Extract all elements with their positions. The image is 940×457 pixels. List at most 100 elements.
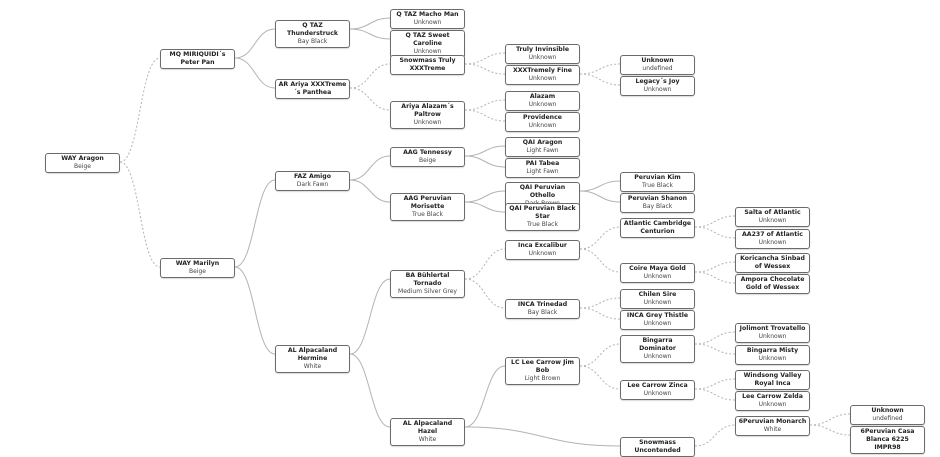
link-n14-n25 [464, 365, 506, 428]
animal-name: Q TAZ Sweet Caroline [405, 32, 450, 47]
animal-color: Unknown [758, 217, 787, 224]
animal-color: Unknown [643, 353, 672, 360]
pedigree-node[interactable]: Windsong Valley Royal Inca [735, 370, 810, 390]
animal-name: Jolimont Trovatello [739, 325, 806, 332]
animal-color: Unknown [528, 101, 557, 108]
animal-name: AAG Peruvian Morisette [403, 195, 452, 210]
link-n35-n44 [694, 388, 736, 401]
link-n35-n43 [694, 378, 736, 390]
link-n3-n7 [349, 17, 391, 30]
animal-name: Unknown [871, 407, 904, 414]
link-n2-n5 [234, 179, 276, 268]
animal-name: Lee Carrow Zinca [627, 382, 688, 389]
animal-color: Dark Fawn [296, 181, 329, 188]
pedigree-node[interactable]: Atlantic Cambridge Centurion [620, 218, 695, 238]
animal-color: Unknown [643, 390, 672, 397]
link-n0-n1 [119, 57, 161, 163]
animal-color: Unknown [528, 250, 557, 257]
animal-color: undefined [642, 65, 673, 72]
link-n6-n14 [349, 353, 391, 428]
link-n12-n22 [464, 201, 506, 213]
animal-color: Light Fawn [526, 147, 559, 154]
pedigree-node[interactable]: MQ MIRIQUIDI´s Peter Pan [160, 49, 235, 69]
link-n9-n16 [464, 63, 506, 75]
animal-color: Unknown [643, 320, 672, 327]
animal-color: undefined [872, 415, 903, 422]
link-n11-n19 [464, 145, 506, 157]
animal-name: PAI Tabea [525, 160, 560, 167]
link-n3-n8 [349, 28, 391, 40]
link-n24-n33 [579, 307, 621, 320]
animal-name: Salta of Atlantic [744, 209, 801, 216]
pedigree-node[interactable]: AR Ariya XXXTreme´s Panthea [275, 79, 350, 99]
animal-color: Unknown [413, 19, 442, 26]
animal-name: 6Peruvian Monarch [738, 418, 807, 425]
animal-color: White [303, 363, 322, 370]
animal-name: Windsong Valley Royal Inca [743, 372, 802, 387]
animal-color: Beige [189, 268, 206, 275]
pedigree-node[interactable]: Snowmass Uncontended [620, 437, 695, 457]
animal-name: LC Lee Carrow Jim Bob [511, 359, 574, 374]
link-n11-n20 [464, 155, 506, 168]
animal-color: White [418, 436, 437, 443]
pedigree-node[interactable]: 6Peruvian Casa Blanca 6225 IMPR98 [850, 426, 925, 454]
link-n14-n36 [464, 426, 621, 447]
animal-name: Peruvian Kim [634, 174, 681, 181]
animal-name: Bingarra Dominator [639, 337, 676, 352]
animal-color: Unknown [528, 122, 557, 129]
pedigree-node[interactable]: Ampora Chocolate Gold of Wessex [735, 274, 810, 294]
animal-name: AA237 of Atlantic [742, 231, 803, 238]
link-n25-n35 [579, 365, 621, 390]
animal-color: Beige [419, 157, 436, 164]
pedigree-node[interactable]: Snowmass Truly XXXTreme [390, 55, 465, 75]
link-n4-n9 [349, 63, 391, 89]
link-n13-n23 [464, 248, 506, 280]
animal-name: MQ MIRIQUIDI´s Peter Pan [169, 51, 226, 66]
animal-color: Unknown [758, 401, 787, 408]
animal-color: Unknown [758, 239, 787, 246]
link-n31-n40 [694, 271, 736, 284]
pedigree-node[interactable]: Koricancha Sinbad of Wessex [735, 253, 810, 273]
link-n34-n42 [694, 343, 736, 355]
